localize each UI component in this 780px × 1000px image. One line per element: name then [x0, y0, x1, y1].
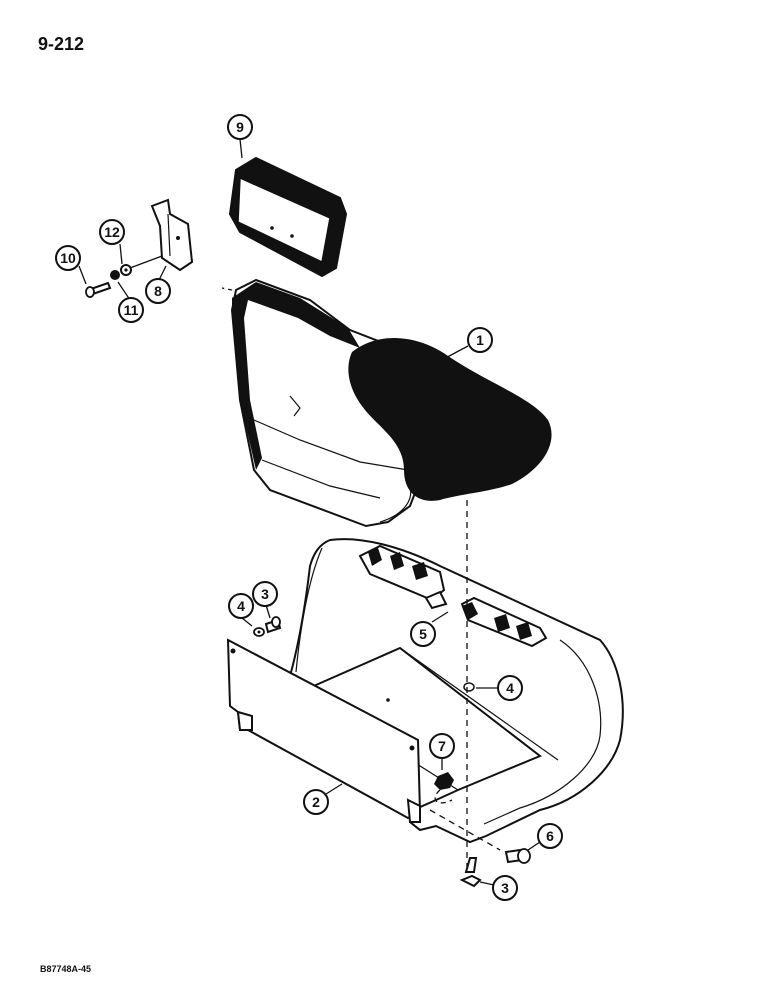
page-number: 9-212: [38, 34, 85, 54]
seat-belt-buckles: [358, 544, 548, 648]
svg-text:1: 1: [476, 332, 484, 348]
svg-text:2: 2: [312, 794, 320, 810]
svg-text:10: 10: [60, 250, 76, 266]
nut-11: [110, 270, 120, 280]
callout-8: 8: [145, 278, 171, 304]
svg-text:11: 11: [124, 302, 139, 318]
washer-12: [120, 264, 132, 276]
callout-2: 2: [303, 789, 329, 815]
callout-4-left: 4: [228, 593, 254, 619]
callout-3-upper: 3: [252, 581, 278, 607]
bolt-3-upper: [264, 616, 282, 634]
washer-4-left: [253, 627, 265, 637]
callout-1: 1: [467, 327, 493, 353]
callout-5: 5: [410, 621, 436, 647]
seat-shell: [230, 278, 552, 528]
callout-11: 11: [118, 297, 144, 323]
svg-text:7: 7: [438, 738, 446, 754]
callout-6: 6: [537, 823, 563, 849]
callout-3-lower: 3: [492, 875, 518, 901]
svg-text:3: 3: [501, 880, 509, 896]
cushion-pad: [228, 156, 348, 278]
svg-text:8: 8: [154, 283, 162, 299]
svg-text:5: 5: [419, 626, 427, 642]
svg-text:6: 6: [546, 828, 554, 844]
bracket-leader: [129, 255, 163, 269]
callout-10: 10: [55, 245, 81, 271]
svg-text:3: 3: [261, 586, 269, 602]
figure-code: B87748A-45: [40, 964, 92, 974]
bolt-3-lower: [459, 857, 482, 888]
seat-base: [226, 538, 624, 844]
washer-4-right: [463, 682, 475, 692]
callout-12: 12: [99, 219, 125, 245]
svg-text:4: 4: [506, 680, 514, 696]
callout-4-right: 4: [497, 675, 523, 701]
bolt-10: [85, 281, 112, 298]
nut-7: [434, 772, 454, 790]
svg-text:12: 12: [104, 224, 120, 240]
bolt-6: [504, 848, 531, 864]
mounting-bracket: [150, 198, 194, 272]
callout-9: 9: [227, 114, 253, 140]
assembly-lines: [221, 287, 501, 870]
callout-7: 7: [429, 733, 455, 759]
svg-text:9: 9: [236, 119, 244, 135]
svg-text:4: 4: [237, 598, 245, 614]
